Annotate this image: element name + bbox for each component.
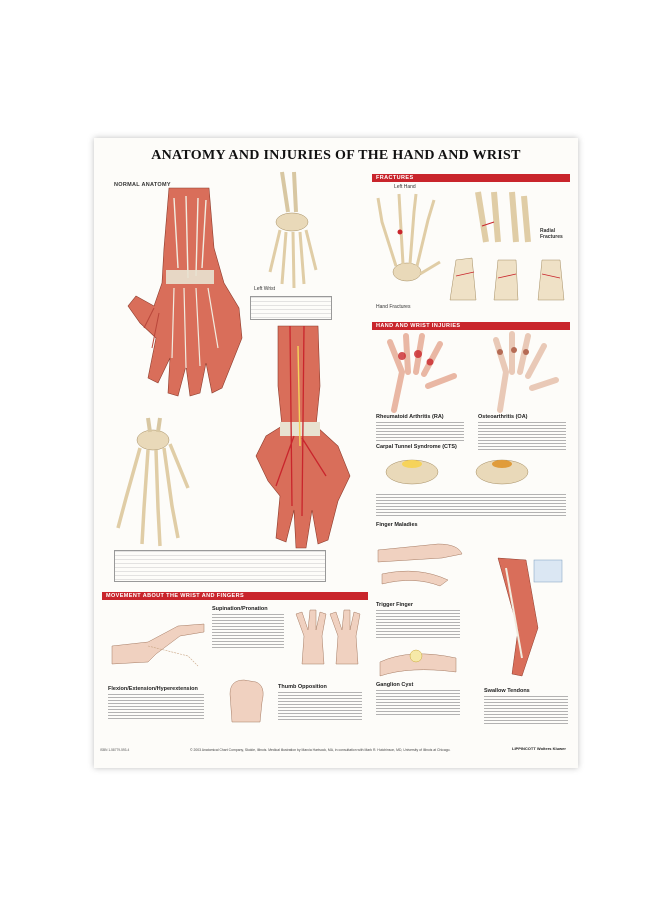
cts-heading: Carpal Tunnel Syndrome (CTS): [376, 444, 457, 450]
osteoarthritis-hand: [493, 331, 559, 413]
fractures-section-bar: FRACTURES: [372, 174, 570, 182]
oa-heading: Osteoarthritis (OA): [478, 414, 528, 420]
flexion-extension-illustration: [111, 623, 205, 667]
swallow-tendon-heading: Swallow Tendons: [484, 688, 530, 694]
wrist-skeleton-dorsal: [268, 171, 318, 289]
trigger-finger-text: [376, 610, 460, 638]
chart-title: ANATOMY AND INJURIES OF THE HAND AND WRI…: [151, 148, 521, 163]
rheumatoid-arthritis-hand: [387, 333, 457, 413]
cts-text: [376, 494, 566, 518]
ra-text: [376, 422, 464, 442]
hand-skeleton-left: [116, 417, 190, 547]
flexion-heading: Flexion/Extension/Hyperextension: [108, 686, 198, 692]
supination-heading: Supination/Pronation: [212, 606, 268, 612]
thumb-text: [278, 692, 362, 722]
supination-text: [212, 614, 284, 648]
injuries-section-bar: HAND AND WRIST INJURIES: [372, 322, 570, 330]
finger-maladies-illustration: [377, 543, 463, 587]
ra-heading: Rheumatoid Arthritis (RA): [376, 414, 444, 420]
copyright-line: © 2003 Anatomical Chart Company, Skokie,…: [190, 748, 451, 752]
ganglion-cyst-heading: Ganglion Cyst: [376, 682, 414, 688]
thumb-opposition-illustration: [229, 679, 264, 723]
finger-maladies-heading: Finger Maladies: [376, 522, 418, 528]
isbn-code: ISBN 1-58779-593-4: [100, 748, 130, 752]
normal-anatomy-heading: NORMAL ANATOMY: [114, 182, 171, 188]
left-wrist-label: Left Wrist: [254, 286, 276, 292]
palmar-muscle-illustration: [127, 187, 243, 397]
hand-fractures-label: Hand Fractures: [376, 304, 411, 310]
palmar-vessels-illustration: [255, 325, 351, 549]
tendon-illustration: [497, 557, 563, 677]
publisher-logo: LIPPINCOTT Wolters Kluwer: [512, 746, 566, 751]
anatomy-chart-poster: ANATOMY AND INJURIES OF THE HAND AND WRI…: [94, 138, 578, 768]
fracture-types-row: [449, 257, 565, 301]
carpal-tunnel-cross-sections: [385, 459, 529, 485]
movement-section-bar: MOVEMENT ABOUT THE WRIST AND FINGERS: [102, 592, 368, 600]
ganglion-text: [376, 690, 460, 716]
ganglion-cyst-illustration: [379, 649, 457, 677]
thumb-opposition-heading: Thumb Opposition: [278, 684, 327, 690]
flexion-text: [108, 694, 204, 720]
trigger-finger-heading: Trigger Finger: [376, 602, 413, 608]
tendon-text: [484, 696, 568, 724]
legend-table: [114, 550, 326, 582]
radial-fracture-illustration: [475, 191, 531, 243]
hand-fracture-skeleton: [376, 193, 441, 282]
left-hand-label: Left Hand: [394, 184, 416, 190]
oa-text: [478, 422, 566, 452]
radial-fractures-label: Radial Fractures: [540, 228, 563, 240]
supination-hands: [295, 609, 361, 665]
key-table: [250, 296, 332, 320]
